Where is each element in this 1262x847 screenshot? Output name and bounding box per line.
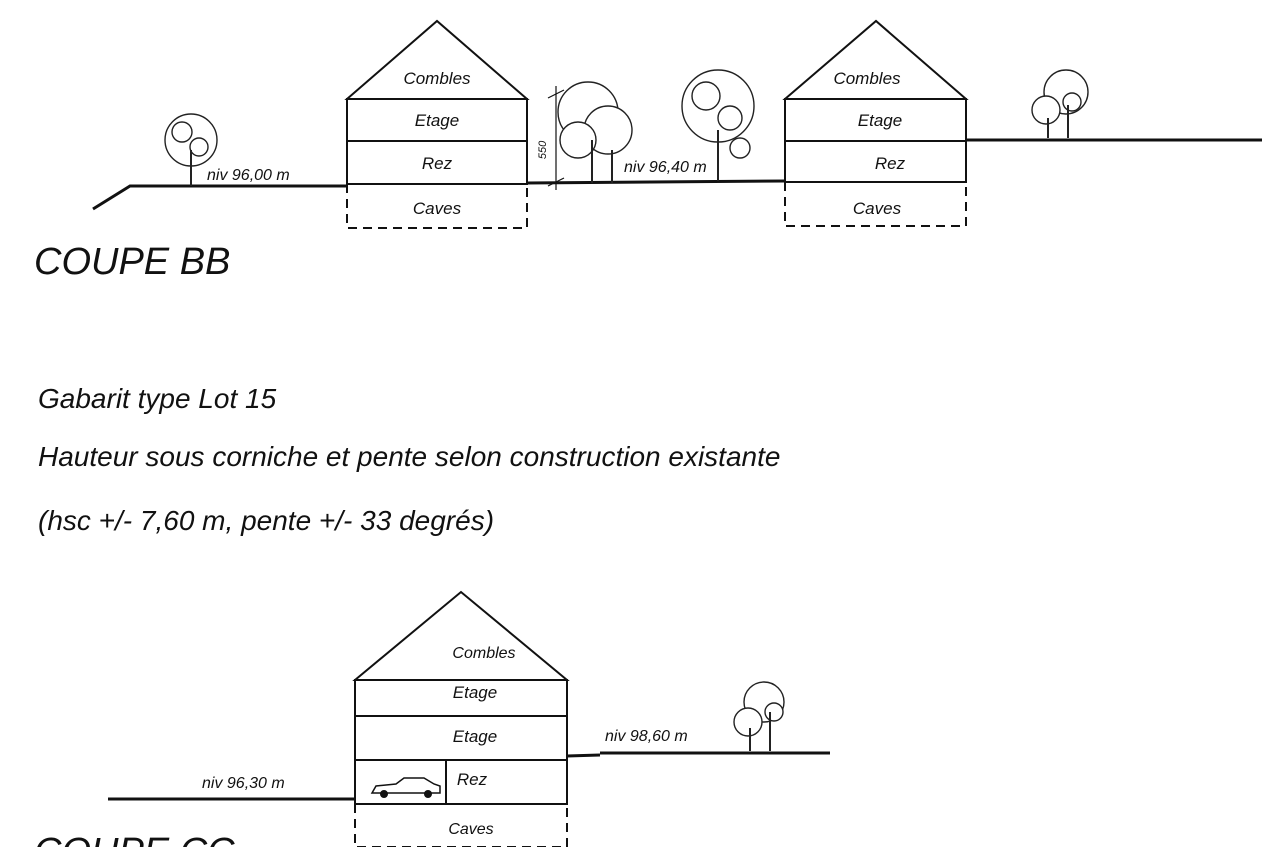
house-left: Combles Etage Rez Caves <box>344 19 530 229</box>
label-rez: Rez <box>875 154 906 173</box>
label-etage: Etage <box>858 111 902 130</box>
label-etage-upper: Etage <box>453 683 497 702</box>
note-gabarit: Gabarit type Lot 15 <box>38 383 277 414</box>
level-label-middle: niv 96,40 m <box>624 159 707 176</box>
tree-icon <box>557 81 633 183</box>
tree-icon <box>681 69 755 181</box>
tree-icon <box>733 681 785 751</box>
label-caves: Caves <box>413 199 462 218</box>
section-cc: Combles Etage Etage Rez Caves niv 96,30 … <box>34 590 830 847</box>
note-hauteur: Hauteur sous corniche et pente selon con… <box>38 441 781 472</box>
label-combles: Combles <box>833 69 901 88</box>
label-etage-lower: Etage <box>453 727 497 746</box>
dimension-label: 550 <box>537 140 549 159</box>
cellar-outline <box>784 182 967 227</box>
cellar-outline <box>346 184 528 229</box>
roof <box>352 590 570 681</box>
ground-line-step <box>566 753 601 758</box>
level-label-right: niv 98,60 m <box>605 728 688 745</box>
label-caves: Caves <box>853 199 902 218</box>
label-rez: Rez <box>457 770 488 789</box>
section-bb: Combles Etage Rez Caves Combles Etage Re… <box>34 19 1262 283</box>
label-combles: Combles <box>403 69 471 88</box>
note-hsc: (hsc +/- 7,60 m, pente +/- 33 degrés) <box>38 505 495 536</box>
ground-line-left <box>92 184 347 211</box>
label-caves: Caves <box>448 821 493 838</box>
label-combles: Combles <box>452 645 515 662</box>
cellar-outline <box>354 804 568 847</box>
house-body <box>354 679 568 805</box>
dimension-550: 550 <box>537 86 565 190</box>
ground-line-middle <box>526 179 786 185</box>
house-cc: Combles Etage Etage Rez Caves <box>352 590 570 847</box>
label-etage: Etage <box>415 111 459 130</box>
label-rez: Rez <box>422 154 453 173</box>
tree-icon <box>164 113 218 186</box>
car-icon <box>370 777 441 798</box>
level-label-left: niv 96,00 m <box>207 167 290 184</box>
house-right: Combles Etage Rez Caves <box>782 19 969 227</box>
section-title-bb: COUPE BB <box>34 241 230 283</box>
level-label-left: niv 96,30 m <box>202 775 285 792</box>
tree-icon <box>1031 69 1089 138</box>
section-title-cc: COUPE CC <box>34 831 235 847</box>
